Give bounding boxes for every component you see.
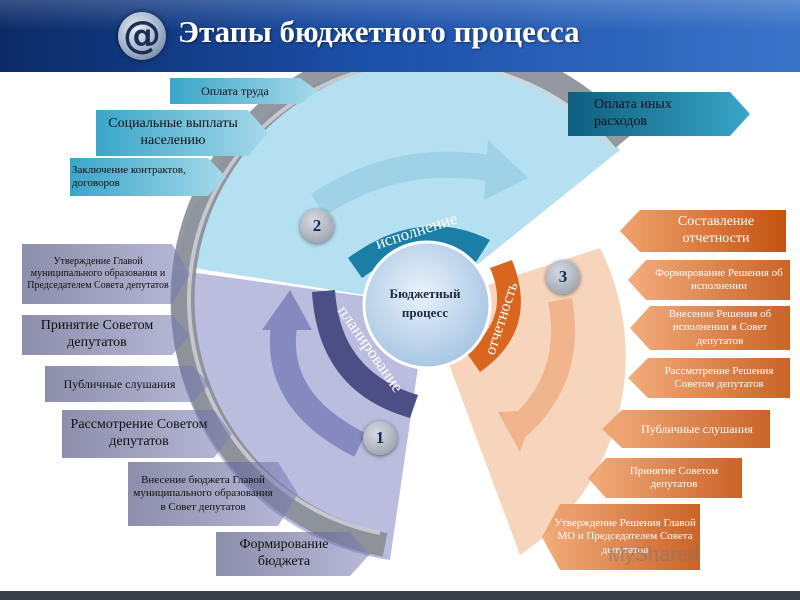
planning-band (312, 290, 418, 418)
reporting-item-label: Составление отчетности (677, 214, 755, 246)
budget-process-diagram: исполнение планирование отчетность (0, 72, 800, 600)
page-title: Этапы бюджетного процесса (178, 14, 580, 49)
planning-item-shape (128, 462, 298, 526)
planning-item-label: Рассмотрение Советом депутатов (70, 417, 208, 449)
stage-number-2: 2 (300, 209, 334, 243)
execution-item-label: Оплата иных расходов (594, 97, 672, 129)
reporting-arrowhead (498, 410, 535, 452)
execution-item-shape (568, 92, 750, 136)
execution-arrowhead (484, 140, 528, 200)
watermark: MyShared (608, 544, 700, 566)
stage-number-3: 3 (546, 260, 580, 294)
reporting-band (466, 260, 521, 372)
execution-sector (175, 72, 620, 305)
planning-arrowhead (262, 290, 312, 330)
planning-item-shape (22, 244, 190, 304)
at-sign-icon: @ (118, 12, 166, 60)
planning-item-label: Формирование бюджета (239, 537, 329, 569)
reporting-item-label: Публичные слушания (641, 421, 753, 436)
planning-item-shape (62, 410, 232, 458)
execution-item-label: Заключение контрактов, договоров (72, 163, 186, 189)
execution-item-shape (170, 78, 318, 104)
planning-item-shape (216, 532, 370, 576)
reporting-item-shape (630, 306, 790, 350)
planning-item-label: Публичные слушания (63, 376, 176, 391)
bottom-bar (0, 591, 800, 600)
planning-item-shape (22, 315, 190, 355)
center-circle (362, 240, 492, 370)
planning-item-label: Утверждение Главой муниципального образо… (27, 256, 169, 291)
execution-item-label: Оплата труда (201, 83, 269, 98)
execution-arrow (310, 151, 503, 216)
reporting-item-label: Внесение Решения об исполнении в Совет д… (668, 308, 772, 347)
header-bar: @ Этапы бюджетного процесса (0, 0, 800, 72)
reporting-item-label: Утверждение Решения Главой МО и Председа… (554, 517, 696, 556)
reporting-item-shape (628, 260, 790, 300)
stage-number-1: 1 (363, 421, 397, 455)
planning-item-shape (45, 366, 210, 402)
reporting-item-label: Рассмотрение Решения Советом депутатов (664, 364, 774, 390)
planning-item-label: Внесение бюджета Главой муниципального о… (133, 474, 273, 513)
reporting-item-shape (588, 458, 742, 498)
reporting-item-shape (542, 504, 700, 570)
reporting-item-shape (620, 210, 786, 252)
execution-item-shape (96, 110, 268, 156)
reporting-item-shape (602, 410, 770, 448)
reporting-item-label: Принятие Советом депутатов (629, 464, 719, 490)
execution-item-label: Социальные выплаты населению (108, 116, 238, 148)
planning-item-label: Принятие Советом депутатов (40, 318, 154, 350)
reporting-item-shape (628, 358, 790, 398)
reporting-item-label: Формирование Решения об исполнении (655, 266, 783, 292)
execution-item-shape (70, 158, 226, 196)
center-label: Бюджетный процесс (389, 286, 461, 320)
planning-arrow (269, 317, 366, 457)
